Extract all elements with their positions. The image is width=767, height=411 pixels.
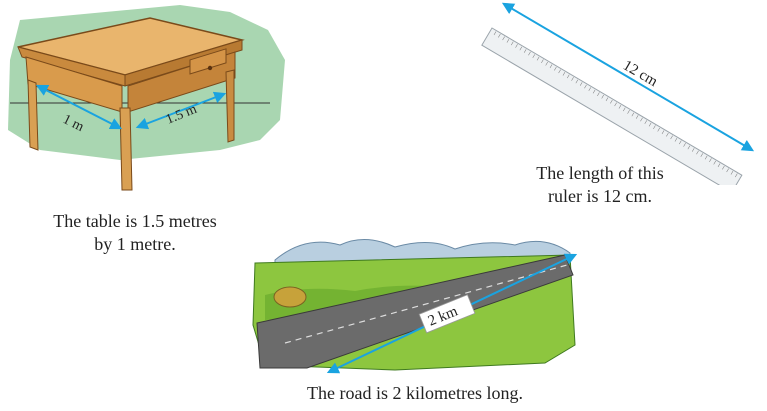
table-width-arrow [35, 84, 123, 130]
drawer-knob-icon [207, 65, 213, 71]
table-top-edge-side [124, 39, 243, 87]
road-caption: The road is 2 kilometres long. [307, 383, 523, 403]
road-label-box [418, 294, 476, 334]
table-caption-line1: The table is 1.5 metres [53, 211, 217, 231]
ruler-caption-line2: ruler is 12 cm. [548, 186, 652, 206]
ruler-caption: The length of this ruler is 12 cm. [495, 162, 705, 208]
table-leg-front-left [27, 79, 39, 151]
ruler-illustration: 12 cm [481, 2, 755, 185]
ruler-caption-line1: The length of this [536, 163, 664, 183]
table-caption: The table is 1.5 metres by 1 metre. [10, 210, 260, 256]
table-leg-front-right [119, 107, 133, 191]
table-length-arrow [135, 91, 227, 130]
table-leg-back-right [225, 69, 235, 143]
ruler-ticks [490, 29, 740, 181]
ruler-length-arrow [501, 2, 755, 152]
table-caption-line2: by 1 metre. [94, 234, 176, 254]
table-illustration: 1 m 1.5 m [8, 5, 285, 191]
road-bush [273, 286, 307, 308]
road-illustration: 2 km [252, 239, 578, 374]
